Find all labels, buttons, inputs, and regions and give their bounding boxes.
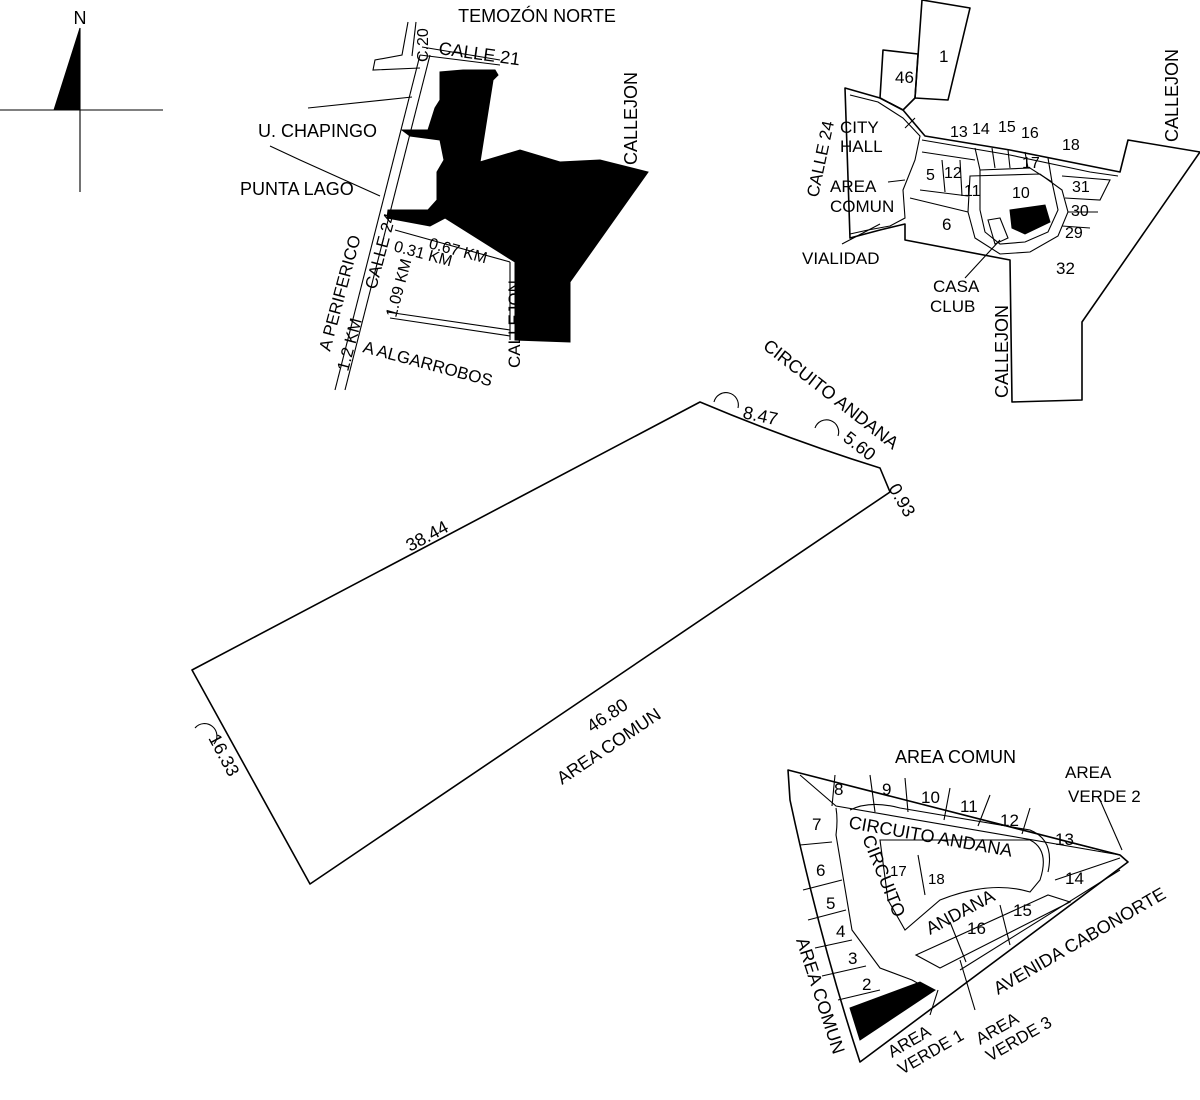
detail-lot-label: 6 — [816, 861, 825, 880]
label-calle-21: CALLE 21 — [437, 38, 521, 69]
label-area-verde-2b: VERDE 2 — [1068, 787, 1141, 806]
label-area-comun-top: AREA COMUN — [895, 747, 1016, 767]
detail-lot-label: 13 — [1055, 830, 1074, 849]
label-hall: HALL — [840, 137, 883, 156]
master-plan — [841, 0, 1200, 403]
label-comun-master: COMUN — [830, 197, 894, 216]
detail-lot-label: 12 — [1000, 811, 1019, 830]
label-city: CITY — [840, 118, 879, 137]
label-circuito-andana-street: CIRCUITO ANDANA — [760, 335, 903, 453]
master-lot-label: 15 — [998, 119, 1016, 136]
label-callejon-location: CALLEJON — [621, 72, 641, 165]
detail-lot-label: 16 — [967, 919, 986, 938]
lot-boundary — [191, 392, 891, 885]
detail-lot-label: 15 — [1013, 901, 1032, 920]
label-side-16-33: 16.33 — [204, 730, 243, 779]
detail-lot-label: 11 — [960, 797, 978, 816]
master-lot-label: 14 — [972, 121, 990, 138]
detail-lot-label: 2 — [862, 975, 871, 994]
label-punta-lago: PUNTA LAGO — [240, 179, 354, 199]
master-lot-label: 18 — [1062, 137, 1080, 154]
master-lot-label: 10 — [1012, 185, 1030, 202]
master-lot-label: 32 — [1056, 259, 1075, 278]
detail-lot-label: 9 — [882, 780, 891, 799]
label-c20: C.20 — [415, 28, 432, 62]
label-arc-0-93: 0.93 — [885, 480, 920, 520]
master-lot-label: 30 — [1071, 203, 1089, 220]
detail-lot-label: 10 — [921, 788, 940, 807]
label-a-algarrobos: A ALGARROBOS — [361, 338, 495, 391]
master-lot-label: 29 — [1065, 225, 1083, 242]
detail-lot-label: 5 — [826, 894, 835, 913]
master-lot-label: 11 — [964, 183, 981, 200]
label-callejon-master: CALLEJON — [1162, 49, 1182, 142]
label-callejon-master-bottom: CALLEJON — [992, 305, 1012, 398]
label-dist-1-09-km: 1.09 KM — [383, 257, 415, 319]
label-area-master: AREA — [830, 177, 877, 196]
detail-lot-label: 7 — [812, 815, 821, 834]
label-area-verde-2a: AREA — [1065, 763, 1112, 782]
label-casa: CASA — [933, 277, 980, 296]
label-side-38-44: 38.44 — [402, 517, 451, 556]
master-lot-label: 6 — [942, 215, 951, 234]
master-lot-label: 13 — [950, 124, 968, 141]
master-lot-label: 31 — [1072, 179, 1090, 196]
label-arc-8-47: 8.47 — [741, 402, 779, 429]
master-lot-label: 17 — [1022, 155, 1040, 172]
north-label: N — [74, 8, 87, 28]
label-club: CLUB — [930, 297, 975, 316]
label-u-chapingo: U. CHAPINGO — [258, 121, 377, 141]
detail-lot-label: 18 — [928, 871, 945, 888]
label-temozon-norte: TEMOZÓN NORTE — [458, 5, 616, 26]
detail-lot-label: 4 — [836, 922, 845, 941]
location-map — [269, 21, 649, 391]
master-lot-label: 46 — [895, 68, 914, 87]
north-arrow-icon: N — [0, 8, 163, 192]
detail-lot-label: 14 — [1065, 869, 1084, 888]
master-lot-label: 16 — [1021, 125, 1039, 142]
master-lot-label: 1 — [939, 47, 948, 66]
detail-lot-label: 8 — [834, 780, 843, 799]
detail-plan — [787, 769, 1129, 1063]
label-vialidad: VIALIDAD — [802, 249, 879, 268]
master-lot-label: 5 — [926, 167, 935, 184]
detail-lot-label: 17 — [890, 863, 907, 880]
master-lot-label: 12 — [944, 165, 962, 182]
detail-lot-label: 3 — [848, 949, 857, 968]
label-callejon-location-bottom: CALLEJON — [505, 280, 524, 368]
